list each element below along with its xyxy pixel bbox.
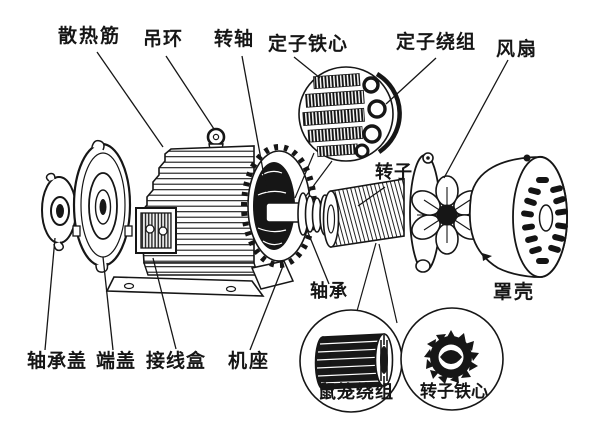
shell-part (468, 154, 568, 278)
label-fan: 风扇 (496, 38, 539, 60)
label-shell: 罩壳 (493, 281, 536, 303)
junction-box-part (135, 207, 177, 254)
label-junction-box: 接线盒 (146, 350, 207, 372)
label-stator-core: 定子铁心 (268, 33, 349, 55)
motor-frame-part (105, 127, 317, 297)
label-lifting-ring: 吊环 (143, 28, 184, 50)
stator-detail-inset (294, 66, 402, 205)
bearing-cover-part (41, 172, 77, 252)
label-end-cover: 端盖 (96, 350, 137, 372)
cage-winding-part (314, 333, 394, 390)
shaft-part (265, 202, 303, 223)
label-rotor: 转子 (375, 162, 413, 183)
frame-base-part (105, 260, 295, 297)
shell-vent-slots (521, 177, 568, 264)
label-heat-fins: 散热筋 (58, 25, 122, 47)
rotor-detail-inset (299, 242, 504, 413)
label-bearing: 轴承 (310, 281, 348, 302)
label-cage-winding: 鼠笼绕组 (318, 382, 394, 403)
label-frame: 机座 (228, 350, 271, 372)
rotor-core-part (424, 330, 479, 384)
rotor-part (322, 178, 405, 248)
label-bearing-cover: 轴承盖 (27, 350, 88, 372)
label-shaft: 转轴 (214, 28, 255, 50)
leader-lines (44, 51, 509, 351)
label-stator-winding: 定子绕组 (396, 31, 477, 53)
end-cover-part (72, 139, 133, 273)
label-rotor-core: 转子铁心 (420, 382, 488, 402)
